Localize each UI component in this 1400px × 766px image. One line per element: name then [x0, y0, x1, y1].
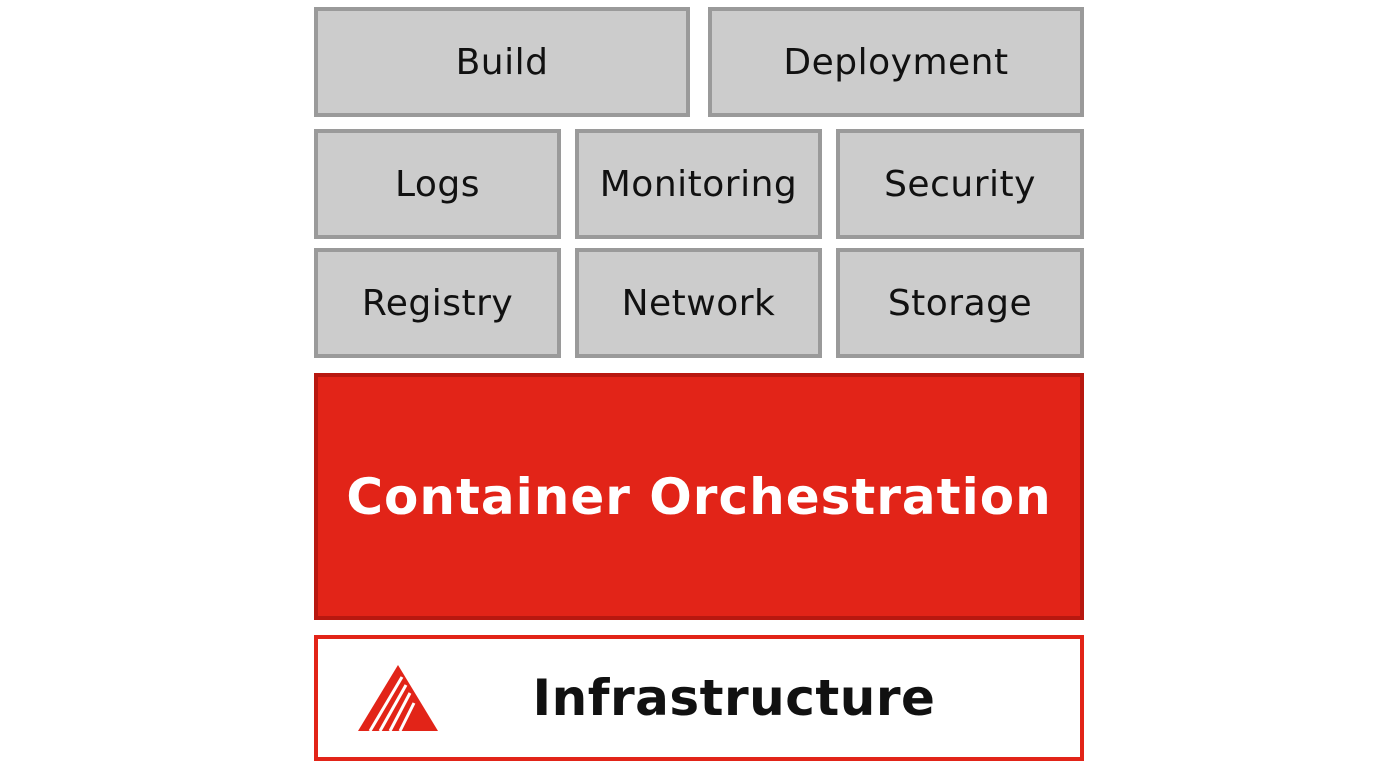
security-box: Security	[836, 129, 1084, 239]
monitoring-box: Monitoring	[575, 129, 822, 239]
network-box: Network	[575, 248, 822, 358]
container-orchestration-layer: Container Orchestration	[314, 373, 1084, 620]
build-box: Build	[314, 7, 690, 117]
registry-box: Registry	[314, 248, 561, 358]
storage-box: Storage	[836, 248, 1084, 358]
red-triangle-logo-icon	[358, 665, 438, 732]
infrastructure-label: Infrastructure	[532, 669, 936, 727]
logs-box: Logs	[314, 129, 561, 239]
infrastructure-layer: Infrastructure	[314, 635, 1084, 761]
deployment-box: Deployment	[708, 7, 1084, 117]
